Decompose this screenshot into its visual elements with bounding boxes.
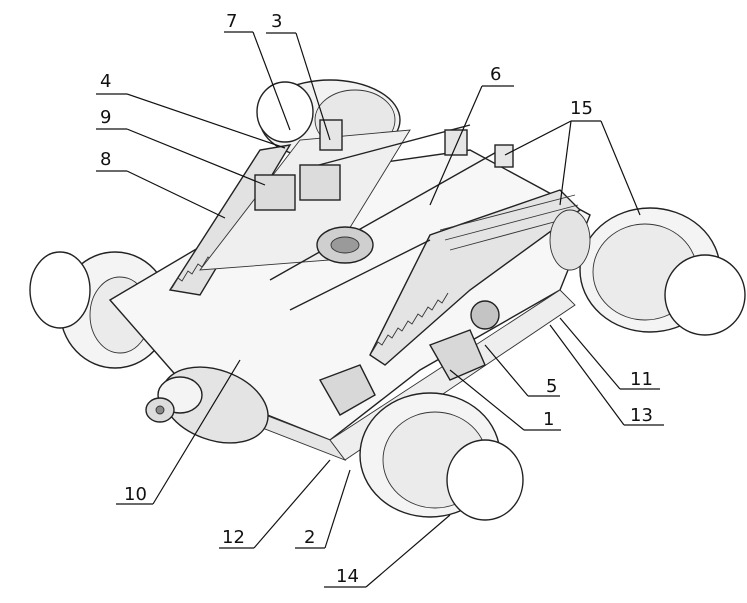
callout-4: 4 [96, 71, 286, 149]
assembly-illustration [29, 79, 746, 521]
callout-7: 7 [224, 11, 291, 131]
callout-1: 1 [449, 369, 561, 431]
brackets [254, 119, 514, 211]
callout-13-label: 13 [630, 405, 653, 426]
callout-6: 6 [429, 64, 514, 206]
callout-12-label: 12 [222, 527, 245, 548]
drive-housing [145, 366, 269, 444]
wheel-front-right [359, 392, 524, 521]
wheel-rear-right [549, 207, 746, 336]
callout-9-label: 9 [100, 107, 111, 128]
central-hub [316, 226, 374, 264]
callout-labels: 7 3 4 9 8 6 [96, 11, 664, 588]
torque-rods [269, 124, 501, 311]
callout-9: 9 [96, 107, 266, 186]
callout-15: 15 [504, 98, 641, 216]
callout-2-label: 2 [304, 527, 315, 548]
lower-mounts [318, 300, 500, 416]
callout-14: 14 [324, 514, 451, 588]
callout-3: 3 [266, 11, 331, 141]
callout-8: 8 [96, 149, 226, 219]
callout-14-label: 14 [336, 566, 359, 587]
callout-3-label: 3 [271, 11, 282, 32]
callout-2: 2 [295, 469, 351, 549]
callout-1-label: 1 [543, 409, 554, 430]
callout-10-label: 10 [124, 484, 147, 505]
callout-10: 10 [116, 359, 241, 505]
callout-11-label: 11 [630, 369, 653, 390]
callout-7-label: 7 [226, 11, 237, 32]
callout-15-label: 15 [570, 98, 593, 119]
leaf-spring-right [369, 189, 582, 366]
callout-5: 5 [484, 344, 560, 397]
callout-13: 13 [549, 324, 664, 426]
callout-12: 12 [219, 459, 331, 549]
callout-4-label: 4 [100, 71, 111, 92]
callout-5-label: 5 [546, 376, 557, 397]
callout-11: 11 [559, 317, 660, 390]
callout-8-label: 8 [100, 149, 111, 170]
callout-6-label: 6 [490, 64, 501, 85]
